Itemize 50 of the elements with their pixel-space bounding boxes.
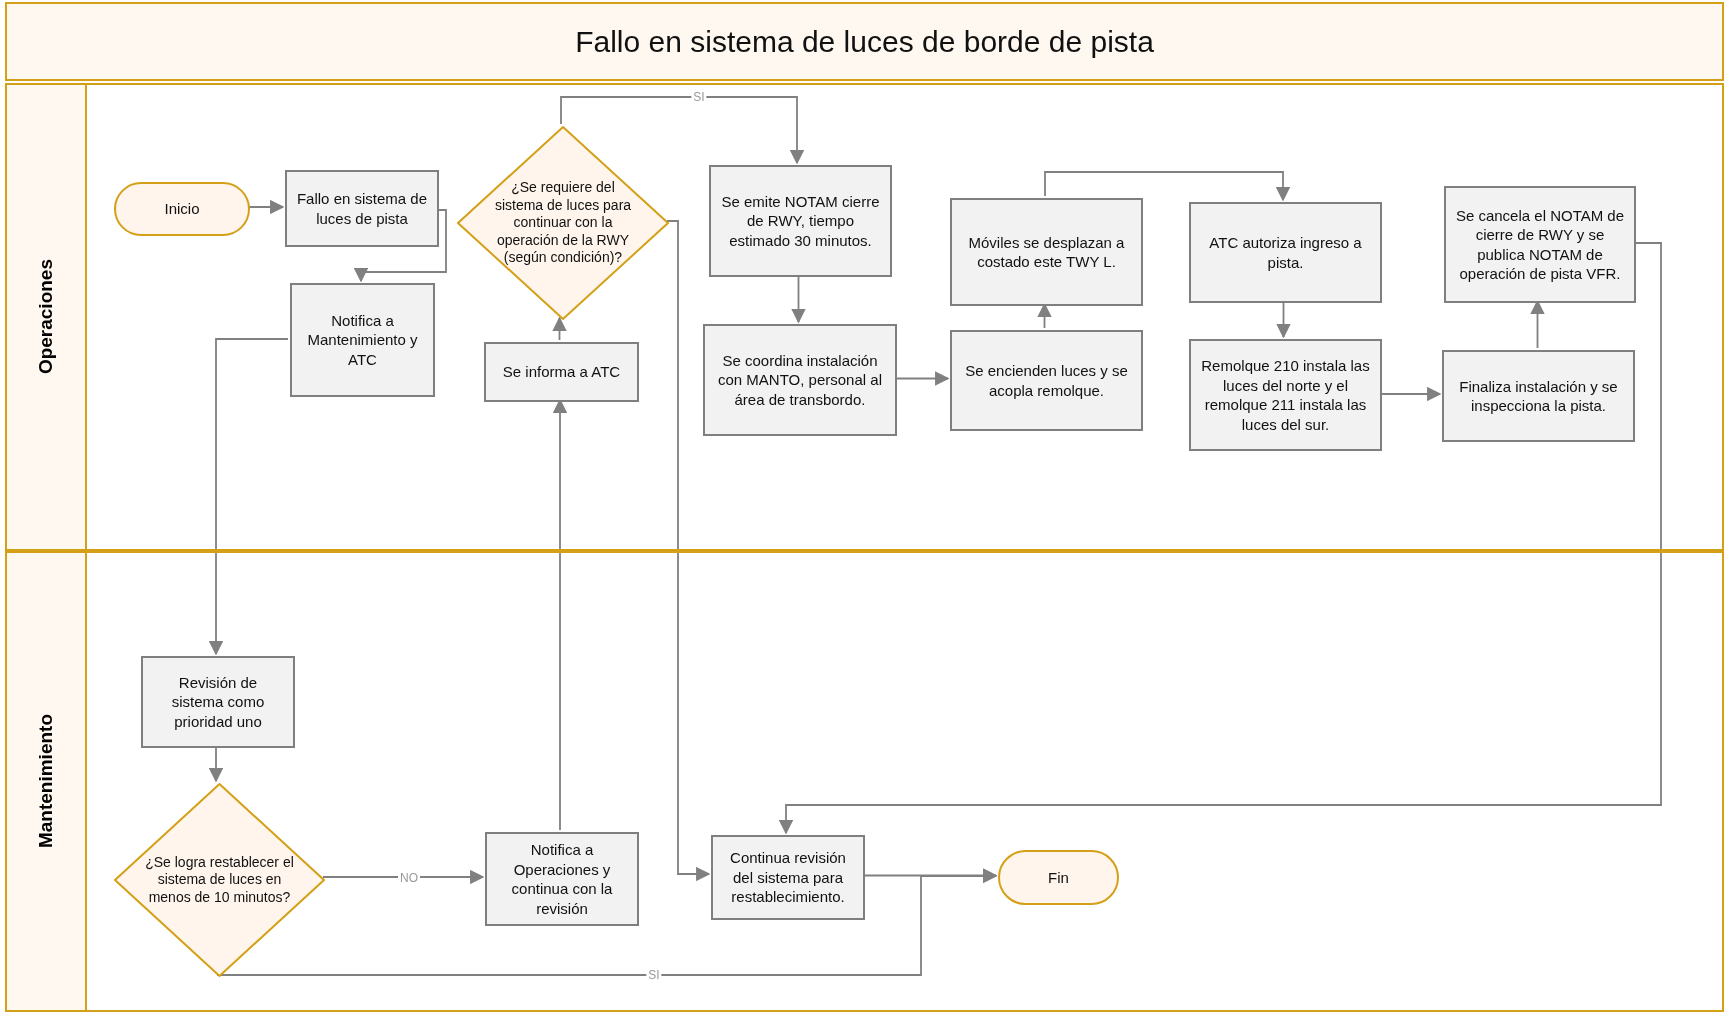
arrow — [353, 209, 447, 283]
step-text: Se informa a ATC — [502, 362, 621, 382]
decision-text: ¿Se logra restablecer el sistema de luces en menos de 10 minutos? — [144, 853, 295, 907]
process-box — [709, 165, 892, 277]
step-text: Se coordina instalación con MANTO, personal al área de transbordo. — [717, 350, 883, 410]
step-text: Se encienden luces y se acopla remolque. — [964, 361, 1129, 400]
step-text: Se emite NOTAM cierre de RWY, tiempo estimado 30 minutos. — [720, 191, 881, 251]
process-box — [950, 198, 1143, 306]
process-box — [1444, 186, 1636, 303]
process-box — [485, 832, 639, 926]
step-text: Remolque 210 instala las luces del norte y el remolque 211 instala las luces del sur. — [1200, 356, 1371, 434]
process-box — [950, 330, 1143, 431]
step-text: Fin — [1048, 867, 1069, 888]
process-box — [703, 324, 897, 436]
decision-text: ¿Se requiere del sistema de luces para continuar con la operación de la RWY (según condición)? — [493, 179, 633, 267]
terminal-box — [998, 850, 1119, 905]
process-box — [484, 342, 639, 402]
arrow — [552, 316, 567, 341]
step-text: Finaliza instalación y se inspecciona la pista. — [1458, 376, 1619, 416]
step-text: Móviles se desplazan a costado este TWY L. — [967, 232, 1126, 272]
step-text: Continua revisión del sistema para restablecimiento. — [729, 848, 847, 907]
step-text: Notifica a Operaciones y continua con la revisión — [510, 840, 614, 918]
lane-label: Mantenimiento — [35, 714, 57, 849]
step-text: Se cancela el NOTAM de cierre de RWY y se publica NOTAM de operación de pista VFR. — [1454, 205, 1626, 284]
process-box — [141, 656, 295, 748]
arrow — [666, 220, 711, 882]
diagram-title: Fallo en sistema de luces de borde de pista — [575, 24, 1154, 59]
process-box — [1189, 339, 1382, 451]
terminal-box — [114, 182, 250, 236]
edge-label: SI — [691, 90, 707, 104]
step-text: Revisión de sistema como prioridad uno — [170, 672, 266, 732]
arrow — [1044, 171, 1291, 202]
swimlane — [5, 551, 1724, 1012]
edge-label: NO — [398, 871, 420, 885]
swimlane — [5, 83, 1724, 551]
arrow — [778, 242, 1662, 835]
edge-label: SI — [646, 968, 662, 982]
process-box — [1442, 350, 1635, 442]
step-text: Inicio — [164, 199, 200, 219]
step-text: Fallo en sistema de luces de pista — [295, 189, 429, 228]
step-text: ATC autoriza ingreso a pista. — [1208, 233, 1363, 272]
step-text: Notifica a Mantenimiento y ATC — [306, 310, 419, 370]
process-box — [1189, 202, 1382, 303]
process-box — [711, 835, 865, 920]
arrow — [322, 869, 485, 885]
arrow — [208, 338, 289, 656]
process-box — [285, 170, 439, 247]
arrow — [560, 96, 805, 165]
process-box — [290, 283, 435, 397]
lane-label: Operaciones — [35, 259, 57, 375]
